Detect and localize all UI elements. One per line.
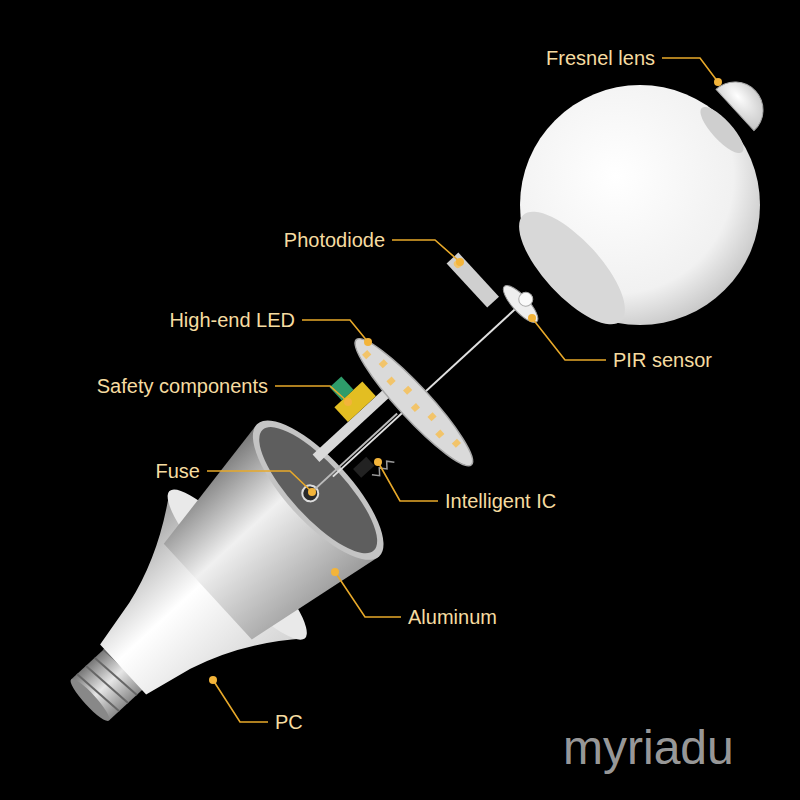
part-label: Fresnel lens	[546, 47, 655, 69]
part-label: PC	[275, 711, 303, 733]
led-chips	[362, 346, 461, 452]
photodiode-part	[452, 258, 463, 269]
driver-board	[313, 390, 390, 462]
led-disc	[345, 329, 484, 476]
globe-opening	[503, 196, 642, 340]
part-label: Safety components	[97, 375, 268, 397]
leader-line	[275, 386, 348, 402]
part-label: Photodiode	[284, 229, 385, 251]
watermark: myriadu	[563, 722, 734, 775]
cup-inside	[243, 412, 394, 569]
leader-dots	[209, 78, 722, 684]
part-label: PIR sensor	[613, 349, 712, 371]
part-label: High-end LED	[169, 309, 295, 331]
leader-line	[207, 471, 312, 492]
pir-disc	[498, 281, 542, 327]
part-label: Fuse	[156, 460, 200, 482]
photodiode-board	[447, 253, 499, 308]
base-tip	[67, 675, 114, 724]
part-label: Aluminum	[408, 606, 497, 628]
cup-rim	[234, 402, 403, 578]
leader-line	[213, 680, 268, 722]
leader-line	[662, 58, 718, 82]
ic-wire	[372, 458, 394, 479]
fresnel-lens-part	[716, 70, 775, 130]
leader-line	[302, 320, 368, 342]
leader-line	[335, 572, 401, 617]
part-label: Intelligent IC	[445, 490, 556, 512]
leader-lines	[207, 58, 718, 722]
leader-line	[392, 240, 460, 262]
leader-line	[532, 318, 606, 360]
bulb-body	[18, 221, 599, 778]
ic-chip	[353, 457, 374, 478]
leader-line	[378, 462, 438, 501]
pir-dome	[516, 289, 536, 309]
